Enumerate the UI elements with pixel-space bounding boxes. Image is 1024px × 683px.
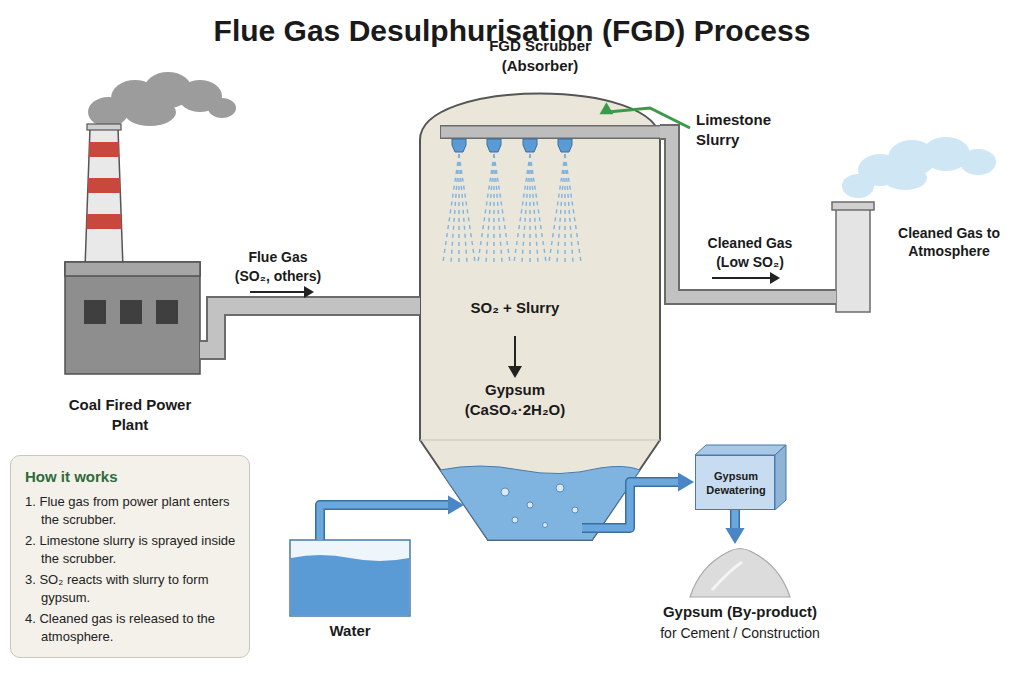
how-it-works-panel: How it works 1. Flue gas from power plant… (10, 455, 250, 658)
node-label: Gypsum (By-product) (640, 602, 840, 622)
product-text: Gypsum (CaSO₄·2H₂O) (455, 380, 575, 419)
node-heading: FGD Scrubber (Absorber) (475, 36, 605, 75)
step-item: 3. SO₂ reacts with slurry to form gypsum… (25, 571, 237, 606)
reaction-text: SO₂ + Slurry (425, 298, 605, 318)
flow-label: Cleaned Gas (Low SO₂) (700, 234, 800, 272)
slurry-pipe (725, 510, 744, 544)
water-tank (290, 540, 410, 616)
step-item: 2. Limestone slurry is sprayed inside th… (25, 532, 237, 567)
step-item: 4. Cleaned gas is released to the atmosp… (25, 610, 237, 645)
power-plant-building (65, 262, 200, 374)
dewatering-unit-faces (695, 445, 786, 510)
chimney (85, 124, 123, 268)
slurry-pipe (582, 472, 694, 528)
clean-stack (832, 202, 874, 312)
gypsum-pile (690, 549, 790, 598)
step-item: 1. Flue gas from power plant enters the … (25, 493, 237, 528)
node-label: Water (290, 621, 410, 641)
gypsum-pile-node: Gypsum (By-product) for Cement / Construc… (640, 540, 840, 652)
clean-smoke (842, 137, 996, 198)
node-label: Cleaned Gas to Atmosphere (884, 224, 1014, 260)
feed-label: Limestone Slurry (696, 110, 792, 149)
power-plant: Coal Fired Power Plant (60, 60, 200, 450)
dewatering-box: Gypsum Dewatering (695, 455, 775, 510)
gas-duct (200, 286, 420, 350)
slurry-pipe (320, 495, 464, 540)
reaction-arrow (508, 336, 522, 378)
node-label: Coal Fired Power Plant (60, 395, 200, 434)
scrubber-vessel (420, 94, 660, 541)
gas-duct (660, 132, 836, 297)
water-tank-node: Water (290, 535, 410, 645)
node-label: Gypsum Dewatering (696, 470, 776, 498)
smoke (88, 72, 236, 127)
spray-header (440, 132, 662, 262)
panel-heading: How it works (25, 468, 235, 485)
scrubber: FGD Scrubber (Absorber) SO₂ + SlurryGypsu… (420, 36, 660, 546)
flow-label: Flue Gas (SO₂, others) (232, 248, 324, 286)
clean-stack-node: Cleaned Gas to Atmosphere (834, 196, 1020, 312)
node-sublabel: for Cement / Construction (640, 624, 840, 642)
